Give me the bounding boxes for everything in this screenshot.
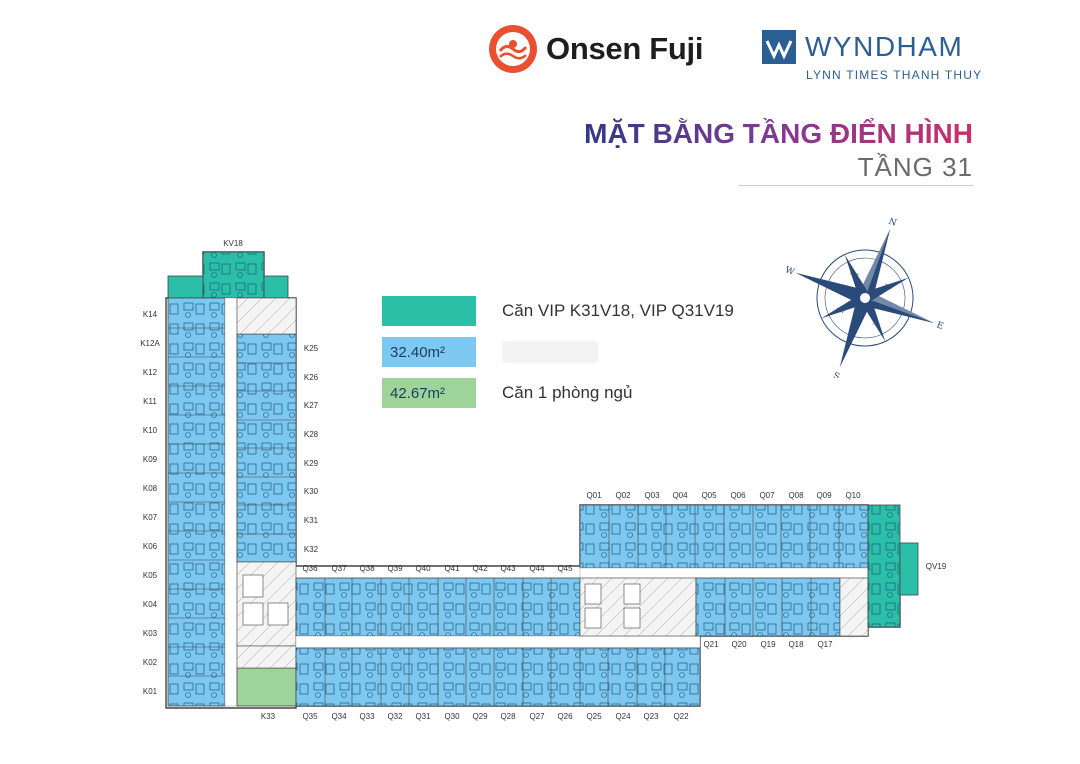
unit-label-q40: Q40 — [415, 564, 431, 573]
unit-label-k26: K26 — [304, 373, 319, 382]
compass-ne-label: NE — [883, 283, 893, 292]
unit-label-q04: Q04 — [672, 491, 688, 500]
unit-label-q39: Q39 — [387, 564, 403, 573]
legend-label-vip: Căn VIP K31V18, VIP Q31V19 — [502, 301, 734, 320]
unit-label-q25: Q25 — [586, 712, 602, 721]
title-divider — [738, 185, 974, 186]
unit-label-q18: Q18 — [788, 640, 804, 649]
unit-label-q01: Q01 — [586, 491, 602, 500]
legend-label-one-bedroom: Căn 1 phòng ngủ — [502, 383, 633, 402]
unit-label-q29: Q29 — [472, 712, 488, 721]
unit-label-q09: Q09 — [816, 491, 832, 500]
unit-label-q28: Q28 — [500, 712, 516, 721]
unit-label-q30: Q30 — [444, 712, 460, 721]
unit-label-q08: Q08 — [788, 491, 804, 500]
unit-label-k32: K32 — [304, 545, 319, 554]
unit-label-q41: Q41 — [444, 564, 460, 573]
unit-label-k12: K12 — [143, 368, 158, 377]
unit-label-q33: Q33 — [359, 712, 375, 721]
unit-label-k06: K06 — [143, 542, 158, 551]
compass-w-label: W — [785, 265, 796, 278]
unit-label-k25: K25 — [304, 344, 319, 353]
page-title: MẶT BẰNG TẦNG ĐIỂN HÌNH — [584, 118, 973, 149]
unit-label-k12a: K12A — [140, 339, 160, 348]
unit-label-q19: Q19 — [760, 640, 776, 649]
unit-label-q42: Q42 — [472, 564, 488, 573]
wyndham-subtitle: LYNN TIMES THANH THUY — [806, 68, 983, 82]
wyndham-name: WYNDHAM — [805, 31, 964, 62]
unit-label-q24: Q24 — [615, 712, 631, 721]
unit-label-k07: K07 — [143, 513, 158, 522]
legend-item-one-bedroom: 42.67m² Căn 1 phòng ngủ — [382, 378, 632, 408]
unit-label-q17: Q17 — [817, 640, 833, 649]
legend-item-vip: Căn VIP K31V18, VIP Q31V19 — [382, 296, 734, 326]
unit-label-k14: K14 — [143, 310, 158, 319]
unit-label-k11: K11 — [143, 397, 157, 406]
unit-label-k01: K01 — [143, 687, 158, 696]
unit-label-q22: Q22 — [673, 712, 689, 721]
unit-label-q43: Q43 — [500, 564, 516, 573]
unit-label-q20: Q20 — [731, 640, 747, 649]
legend-swatch-one-bedroom: 42.67m² — [382, 378, 476, 408]
unit-label-q05: Q05 — [701, 491, 717, 500]
unit-label-q07: Q07 — [759, 491, 775, 500]
onsen-fuji-emblem-icon — [489, 25, 537, 73]
unit-label-kv18: KV18 — [223, 239, 243, 248]
legend-item-studio: 32.40m² — [382, 337, 598, 367]
unit-label-k31: K31 — [304, 516, 319, 525]
unit-label-q45: Q45 — [557, 564, 573, 573]
unit-label-k02: K02 — [143, 658, 158, 667]
wyndham-logo: WYNDHAM LYNN TIMES THANH THUY — [762, 30, 982, 82]
unit-label-k05: K05 — [143, 571, 158, 580]
unit-label-q35: Q35 — [302, 712, 318, 721]
compass-s-label: S — [832, 371, 841, 378]
legend-swatch-studio: 32.40m² — [382, 337, 476, 367]
unit-label-q38: Q38 — [359, 564, 375, 573]
floor-subtitle: TẦNG 31 — [857, 152, 973, 182]
compass-nw-label: NW — [849, 270, 861, 279]
wyndham-emblem-icon — [762, 30, 796, 64]
unit-label-q21: Q21 — [703, 640, 719, 649]
onsen-fuji-logo: Onsen Fuji — [488, 24, 703, 74]
compass-e-label: E — [935, 320, 945, 332]
unit-label-q26: Q26 — [557, 712, 573, 721]
unit-label-q10: Q10 — [845, 491, 861, 500]
unit-label-q34: Q34 — [331, 712, 347, 721]
legend-label-obscured — [502, 341, 598, 363]
compass-se-label: SE — [871, 320, 880, 328]
unit-label-q44: Q44 — [529, 564, 545, 573]
unit-label-k27: K27 — [304, 401, 319, 410]
unit-label-q06: Q06 — [730, 491, 746, 500]
unit-label-q27: Q27 — [529, 712, 545, 721]
unit-label-k08: K08 — [143, 484, 158, 493]
unit-label-k29: K29 — [304, 459, 319, 468]
unit-label-k33: K33 — [261, 712, 276, 721]
unit-label-k03: K03 — [143, 629, 158, 638]
legend-swatch-vip — [382, 296, 476, 326]
onsen-fuji-name: Onsen Fuji — [546, 31, 704, 66]
compass-n-label: N — [887, 218, 898, 229]
unit-label-qv19: QV19 — [926, 562, 947, 571]
unit-label-q03: Q03 — [644, 491, 660, 500]
unit-label-q32: Q32 — [387, 712, 403, 721]
unit-label-q23: Q23 — [643, 712, 659, 721]
unit-label-k09: K09 — [143, 455, 158, 464]
unit-label-k30: K30 — [304, 487, 319, 496]
unit-label-k10: K10 — [143, 426, 158, 435]
compass-sw-label: SW — [835, 307, 846, 316]
unit-label-q36: Q36 — [302, 564, 318, 573]
unit-label-k28: K28 — [304, 430, 319, 439]
unit-label-k04: K04 — [143, 600, 158, 609]
unit-label-q37: Q37 — [331, 564, 347, 573]
unit-label-q31: Q31 — [415, 712, 431, 721]
unit-label-q02: Q02 — [615, 491, 631, 500]
compass-rose-icon: N S E W NE SE SW NW — [785, 218, 945, 378]
